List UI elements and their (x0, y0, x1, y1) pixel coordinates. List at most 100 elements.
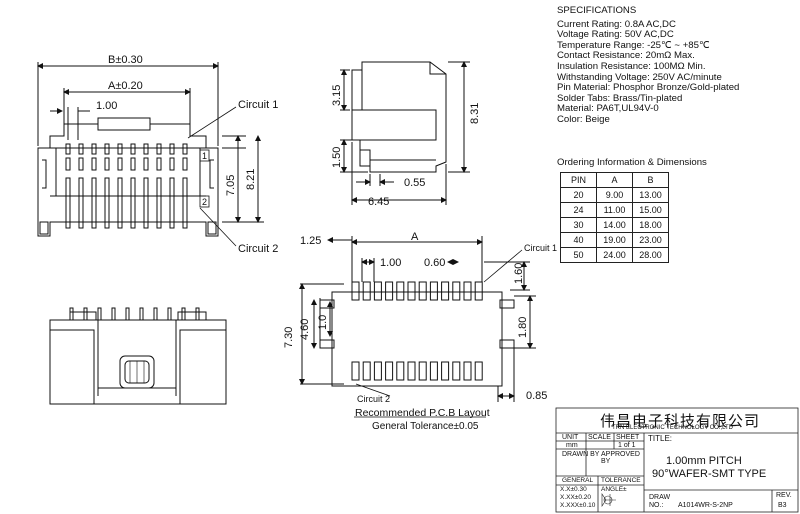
bottom-pin (139, 307, 144, 321)
draw-no-value: A1014WR-S-2NP (678, 502, 733, 509)
bottom-pin (83, 307, 88, 321)
sheet-label: SHEET (616, 434, 640, 441)
bottom-pin (195, 307, 200, 321)
front-pin-lower (169, 177, 175, 229)
spec-line: Color: Beige (557, 113, 610, 125)
drawing-title-line-1: 1.00mm PITCH (666, 455, 742, 467)
pcb-dim-4-60: 4.60 (299, 319, 311, 340)
table-row: 30 14.00 18.00 (560, 217, 669, 233)
front-pin-lower (104, 177, 110, 229)
pcb-pad-top (407, 281, 416, 301)
front-pin-mid (65, 157, 71, 171)
front-pin-mid (182, 157, 188, 171)
table-header-row: PIN A B (560, 172, 669, 188)
dim-height-2: 8.21 (245, 169, 257, 190)
front-pin-top (143, 143, 149, 155)
pcb-dim-a: A (411, 231, 419, 243)
front-pin-top (156, 143, 162, 155)
table-cell: 24.00 (596, 247, 633, 263)
draw-no-label: DRAW NO.: (649, 494, 671, 509)
pcb-dim-pitch: 1.00 (380, 257, 401, 269)
pcb-pad-bottom (441, 361, 450, 381)
spec-line: Insulation Resistance: 100MΩ Min. (557, 60, 706, 72)
scale-label: SCALE (588, 434, 611, 441)
pcb-pad-bottom (452, 361, 461, 381)
pcb-dim-1-60: 1.60 (513, 263, 525, 284)
front-pin-top (117, 143, 123, 155)
spec-title: SPECIFICATIONS (557, 5, 637, 16)
dim-b-label: B±0.30 (108, 54, 143, 66)
rev-value: B3 (778, 502, 787, 509)
spec-line: Solder Tabs: Brass/Tin-plated (557, 92, 683, 104)
front-view (37, 62, 264, 247)
front-pin-lower (130, 177, 136, 229)
front-pin-mid (117, 157, 123, 171)
spec-line: Current Rating: 0.8A AC,DC (557, 18, 676, 30)
bottom-pin (181, 307, 186, 321)
side-dim-8-31: 8.31 (469, 103, 481, 124)
table-cell: 28.00 (632, 247, 669, 263)
front-pin-mid (130, 157, 136, 171)
front-pin-top (91, 143, 97, 155)
front-pin-lower (156, 177, 162, 229)
side-dim-6-45: 6.45 (368, 196, 389, 208)
table-cell: 18.00 (632, 217, 669, 233)
bottom-pin (97, 307, 102, 321)
pcb-pad-bottom (362, 361, 371, 381)
pcb-pad-top (463, 281, 472, 301)
pcb-pad-bottom (407, 361, 416, 381)
front-pin-lower (91, 177, 97, 229)
pcb-pad-bottom (396, 361, 405, 381)
pcb-circuit-1: Circuit 1 (524, 243, 557, 253)
pcb-pad-top (474, 281, 483, 301)
pcb-dim-7-30: 7.30 (283, 327, 295, 348)
spec-line: Material: PA6T,UL94V-0 (557, 103, 659, 115)
front-pin-mid (143, 157, 149, 171)
tolerance-2: X.XX±0.20 (560, 494, 592, 501)
table-row: 24 11.00 15.00 (560, 202, 669, 218)
pcb-pad-bottom (429, 361, 438, 381)
pcb-dim-0-85: 0.85 (526, 390, 547, 402)
title-label: TITLE: (648, 434, 673, 443)
company-name-en: TRN ELECTRONIC TECHNOLOGY CO.,LTD (612, 425, 734, 431)
unit-label: UNIT (562, 434, 579, 441)
pcb-dim-1-80: 1.80 (517, 317, 529, 338)
front-pin-top (78, 143, 84, 155)
pcb-pad-top (373, 281, 382, 301)
front-pin-lower (182, 177, 188, 229)
approved-by-label: APPROVED BY (601, 451, 640, 465)
front-pin-lower (65, 177, 71, 229)
pcb-tolerance: General Tolerance±0.05 (372, 421, 479, 432)
front-pin-lower (78, 177, 84, 229)
pcb-pad-top (452, 281, 461, 301)
pcb-pad-top (441, 281, 450, 301)
pcb-dim-0-60: 0.60 (424, 257, 445, 269)
bottom-pin (167, 307, 172, 321)
bottom-pin (153, 307, 158, 321)
circuit-mark-2: 2 (202, 197, 207, 207)
pcb-pad-bottom (351, 361, 360, 381)
tolerance-1: X.X±0.30 (560, 486, 587, 493)
circuit-1-label: Circuit 1 (238, 99, 278, 111)
spec-line: Contact Resistance: 20mΩ Max. (557, 50, 695, 62)
front-pin-mid (78, 157, 84, 171)
pcb-pad-bottom (373, 361, 382, 381)
front-pin-mid (156, 157, 162, 171)
pcb-pad-top (418, 281, 427, 301)
angle-label: ANGLE± (601, 486, 627, 493)
tolerance-3: X.XXX±0.10 (560, 502, 596, 509)
front-pin-top (182, 143, 188, 155)
pcb-dim-1-25: 1.25 (300, 235, 321, 247)
dim-a-label: A±0.20 (108, 80, 143, 92)
front-pin-mid (104, 157, 110, 171)
pcb-pad-top (351, 281, 360, 301)
side-dim-1-50: 1.50 (331, 147, 343, 168)
pcb-dim-1-0: 1.0 (317, 315, 329, 330)
front-pin-top (104, 143, 110, 155)
sheet-value: 1 of 1 (618, 442, 636, 449)
pcb-layout (299, 236, 536, 418)
table-row: 20 9.00 13.00 (560, 187, 669, 203)
pcb-pad-bottom (385, 361, 394, 381)
pcb-caption: Recommended P.C.B Layout (355, 407, 490, 419)
front-pin-lower (143, 177, 149, 229)
